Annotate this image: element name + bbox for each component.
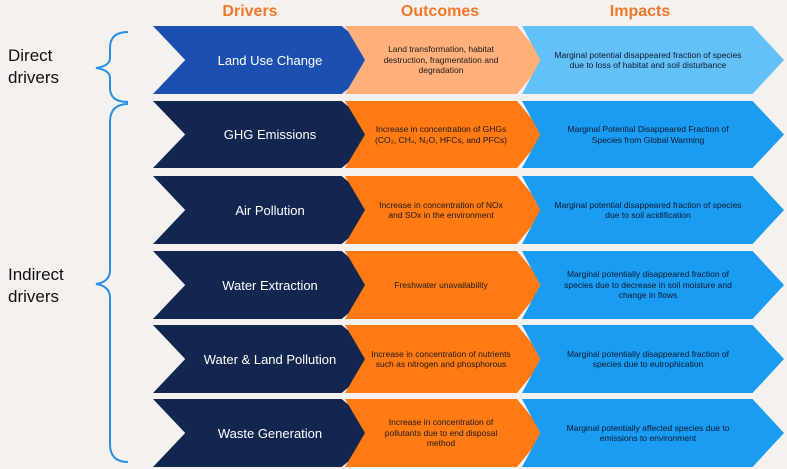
outcome-chevron: Land transformation, habitat destruction… — [345, 26, 545, 94]
group-label-indirect: Indirect drivers — [8, 265, 64, 306]
outcome-chevron: Increase in concentration of NOx and SOx… — [345, 176, 545, 244]
header-drivers: Drivers — [222, 3, 278, 20]
row-air-pollution: Air Pollution Increase in concentration … — [0, 176, 787, 244]
impact-chevron: Marginal potential disappeared fraction … — [522, 26, 784, 94]
impact-chevron: Marginal Potential Disappeared Fraction … — [522, 101, 784, 168]
driver-chevron: Air Pollution — [153, 176, 383, 244]
header-outcomes: Outcomes — [400, 3, 480, 20]
outcome-chevron: Increase in concentration of pollutants … — [345, 399, 545, 467]
outcome-chevron: Freshwater unavailability — [345, 251, 545, 319]
header-impacts: Impacts — [609, 3, 671, 20]
row-water-extraction: Water Extraction Freshwater unavailabili… — [0, 251, 787, 319]
outcome-chevron: Increase in concentration of nutrients s… — [345, 325, 545, 393]
row-land-use-change: Land Use Change Land transformation, hab… — [0, 26, 787, 94]
brace-direct — [95, 31, 129, 103]
row-water-land-pollution: Water & Land Pollution Increase in conce… — [0, 325, 787, 393]
impact-chevron: Marginal potentially disappeared fractio… — [522, 251, 784, 319]
driver-chevron: GHG Emissions — [153, 101, 383, 168]
brace-indirect — [95, 103, 129, 463]
impact-chevron: Marginal potential disappeared fraction … — [522, 176, 784, 244]
driver-chevron: Land Use Change — [153, 26, 383, 94]
driver-chevron: Waste Generation — [153, 399, 383, 467]
driver-chevron: Water Extraction — [153, 251, 383, 319]
impact-chevron: Marginal potentially disappeared fractio… — [522, 325, 784, 393]
impact-chevron: Marginal potentially affected species du… — [522, 399, 784, 467]
group-label-direct: Direct drivers — [8, 46, 60, 87]
braces — [95, 31, 129, 463]
row-waste-generation: Waste Generation Increase in concentrati… — [0, 399, 787, 467]
outcome-chevron: Increase in concentration of GHGs (CO₂, … — [345, 101, 545, 168]
driver-chevron: Water & Land Pollution — [153, 325, 383, 393]
row-ghg-emissions: GHG Emissions Increase in concentration … — [0, 101, 787, 168]
